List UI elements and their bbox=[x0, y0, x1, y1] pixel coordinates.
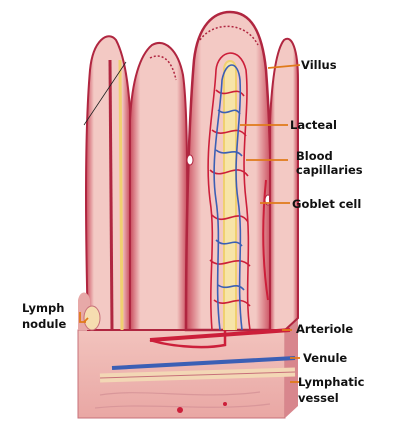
label-lymph-nodule-1: Lymph bbox=[22, 301, 64, 315]
label-lymphatic-vessel-2: vessel bbox=[298, 391, 339, 405]
lacteal-vessel bbox=[224, 61, 236, 330]
lymph-nodule bbox=[84, 306, 100, 330]
label-lymphatic-vessel-1: Lymphatic bbox=[298, 375, 365, 389]
label-lacteal: Lacteal bbox=[290, 118, 337, 132]
middle-left-villus bbox=[130, 43, 187, 330]
label-villus: Villus bbox=[301, 58, 337, 72]
left-villus bbox=[86, 36, 130, 330]
label-venule: Venule bbox=[303, 351, 347, 365]
label-goblet-cell: Goblet cell bbox=[292, 197, 361, 211]
label-blood-capillaries-1: Blood bbox=[296, 149, 333, 163]
label-lymph-nodule-2: nodule bbox=[22, 317, 66, 331]
label-blood-capillaries-2: capillaries bbox=[296, 163, 363, 177]
label-arteriole: Arteriole bbox=[296, 322, 353, 336]
main-villus bbox=[186, 12, 271, 330]
